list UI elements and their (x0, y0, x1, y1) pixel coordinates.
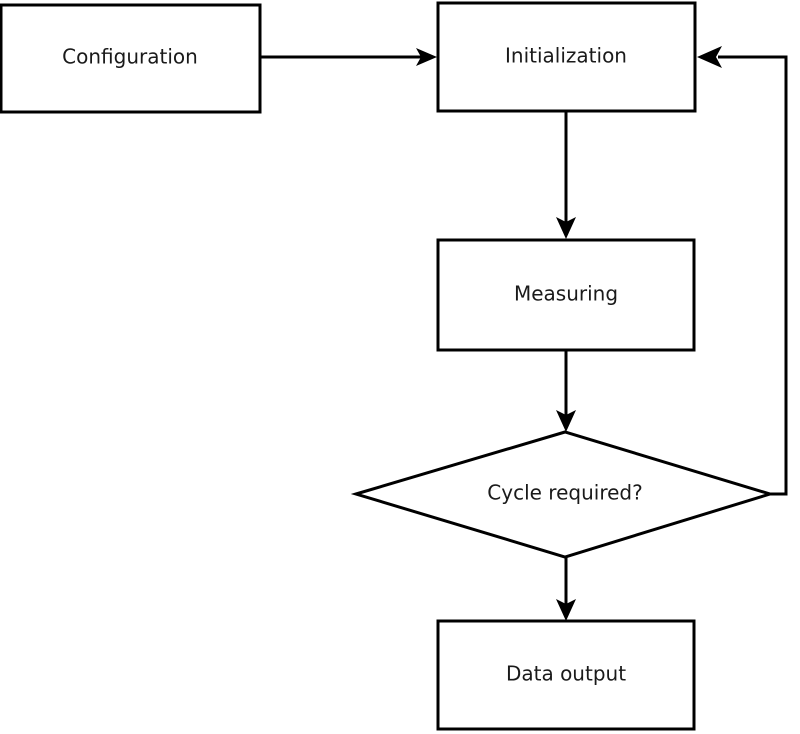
edge-measuring-to-cycle-required[interactable] (556, 351, 576, 432)
edge-cycle-required-to-initialization[interactable] (697, 46, 788, 496)
edge-cycle-required-to-data-output[interactable] (556, 557, 576, 621)
node-configuration-shape (0, 3, 262, 114)
node-data-output[interactable]: Data output (436, 619, 696, 731)
node-measuring-shape (436, 238, 696, 352)
arrowhead-down-icon (556, 217, 576, 239)
node-data-output-shape (436, 619, 696, 731)
node-cycle-required-shape (350, 430, 776, 559)
node-initialization-shape (436, 1, 697, 113)
arrowhead-down-icon (556, 599, 576, 621)
arrowhead-left-icon (697, 46, 722, 68)
edge-configuration-to-initialization[interactable] (261, 48, 437, 66)
node-initialization[interactable]: Initialization (436, 1, 697, 113)
edge-line-cycle-required-to-initialization (718, 55, 788, 496)
node-measuring[interactable]: Measuring (436, 238, 696, 352)
arrowhead-down-icon (556, 410, 576, 432)
node-configuration[interactable]: Configuration (0, 3, 262, 114)
node-cycle-required[interactable]: Cycle required? (350, 430, 776, 559)
arrowhead-right-icon (416, 48, 437, 66)
edge-initialization-to-measuring[interactable] (556, 112, 576, 239)
